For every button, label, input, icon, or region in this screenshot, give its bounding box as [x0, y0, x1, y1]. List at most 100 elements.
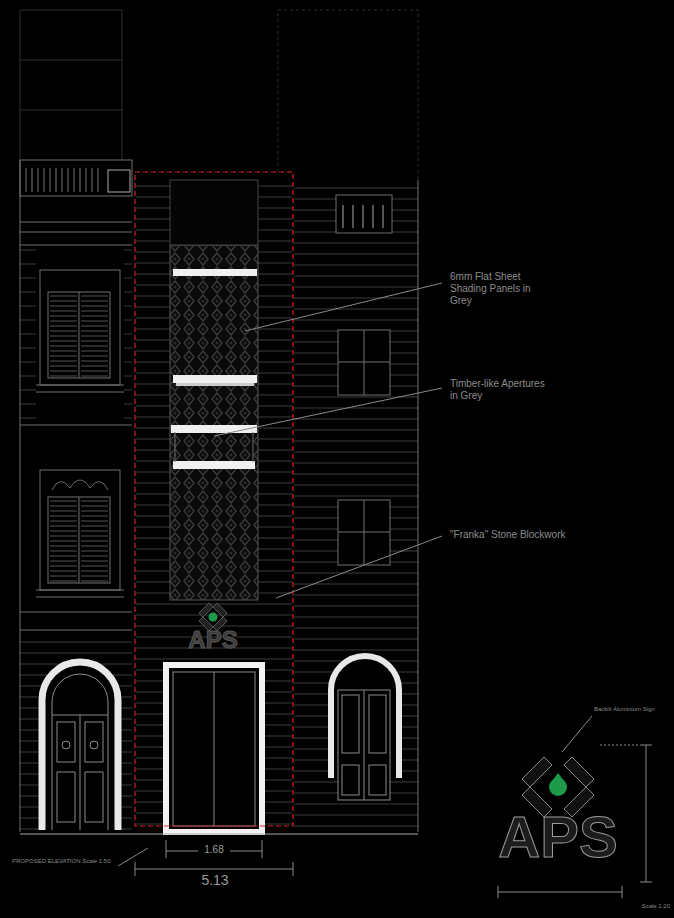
stone-course: [50, 301, 77, 302]
stone-course: [50, 311, 77, 312]
stone-course: [81, 576, 108, 577]
stone-course: [294, 826, 418, 827]
stone-course: [44, 168, 45, 192]
stone-course: [50, 321, 77, 322]
stone-course: [50, 526, 77, 527]
proposed-facade: [135, 172, 293, 832]
stone-course: [50, 316, 77, 317]
stone-course: [92, 168, 93, 192]
stone-course: [294, 243, 418, 244]
stone-course: [50, 371, 77, 372]
stone-course: [50, 531, 77, 532]
stone-course: [294, 265, 418, 266]
stone-course: [50, 356, 77, 357]
stone-course: [50, 331, 77, 332]
stone-course: [50, 501, 77, 502]
stone-course: [294, 804, 418, 805]
stone-course: [81, 316, 108, 317]
stone-course: [81, 371, 108, 372]
stone-course: [20, 306, 36, 307]
stone-course: [20, 292, 36, 293]
site-boundary: [135, 172, 293, 826]
stone-course: [81, 321, 108, 322]
stone-course: [50, 576, 77, 577]
stone-course: [20, 376, 36, 377]
stone-course: [124, 264, 132, 265]
stone-course: [124, 306, 132, 307]
stone-course: [80, 168, 81, 192]
stone-course: [294, 628, 418, 629]
stone-course: [81, 536, 108, 537]
stone-course: [50, 541, 77, 542]
stone-course: [50, 336, 77, 337]
stone-course: [124, 250, 132, 251]
stone-course: [294, 309, 418, 310]
stone-course: [50, 546, 77, 547]
stone-course: [50, 168, 51, 192]
stone-course: [124, 404, 132, 405]
dimension-lines: [20, 834, 418, 876]
stone-course: [50, 521, 77, 522]
stone-course: [124, 278, 132, 279]
stone-course: [383, 205, 384, 228]
stone-course: [81, 556, 108, 557]
stone-course: [50, 376, 77, 377]
stone-course: [81, 546, 108, 547]
stone-course: [50, 346, 77, 347]
stone-course: [81, 551, 108, 552]
stone-course: [81, 361, 108, 362]
stone-course: [81, 376, 108, 377]
stone-course: [294, 430, 418, 431]
stone-course: [124, 362, 132, 363]
stone-course: [81, 341, 108, 342]
annotation: 6mm Flat Sheet Shading Panels in Grey: [450, 271, 550, 307]
stone-course: [81, 296, 108, 297]
stone-course: [136, 659, 292, 660]
stone-course: [50, 341, 77, 342]
stone-course: [62, 168, 63, 192]
stone-course: [81, 306, 108, 307]
stone-course: [294, 595, 418, 596]
stone-course: [81, 521, 108, 522]
stone-course: [124, 418, 132, 419]
stone-course: [81, 346, 108, 347]
stone-course: [294, 298, 418, 299]
annotation: "Franka" Stone Blockwork: [450, 529, 600, 541]
annotation: PROPOSED ELEVATION Scale 1:50: [12, 858, 118, 865]
stone-course: [81, 571, 108, 572]
stone-course: [50, 306, 77, 307]
stone-course: [50, 361, 77, 362]
stone-course: [81, 336, 108, 337]
stone-course: [373, 205, 374, 228]
stone-course: [124, 292, 132, 293]
stone-course: [20, 642, 132, 643]
stone-course: [50, 536, 77, 537]
stone-course: [124, 376, 132, 377]
stone-course: [81, 356, 108, 357]
stone-course: [124, 320, 132, 321]
stone-course: [81, 301, 108, 302]
stone-course: [81, 531, 108, 532]
stone-course: [294, 485, 418, 486]
stone-course: [353, 205, 354, 228]
stone-course: [294, 463, 418, 464]
stone-course: [343, 205, 344, 228]
stone-course: [86, 168, 87, 192]
stone-course: [20, 362, 36, 363]
stone-course: [294, 496, 418, 497]
stone-course: [32, 168, 33, 192]
stone-course: [294, 287, 418, 288]
stone-courses: [20, 186, 418, 829]
stone-course: [136, 604, 292, 605]
stone-course: [50, 561, 77, 562]
annotation: Scale 1:20: [612, 903, 670, 910]
stone-course: [50, 551, 77, 552]
stone-course: [38, 168, 39, 192]
stone-course: [81, 501, 108, 502]
stone-course: [294, 452, 418, 453]
stone-course: [363, 205, 364, 228]
stone-course: [81, 331, 108, 332]
stone-course: [56, 168, 57, 192]
stone-course: [20, 348, 36, 349]
